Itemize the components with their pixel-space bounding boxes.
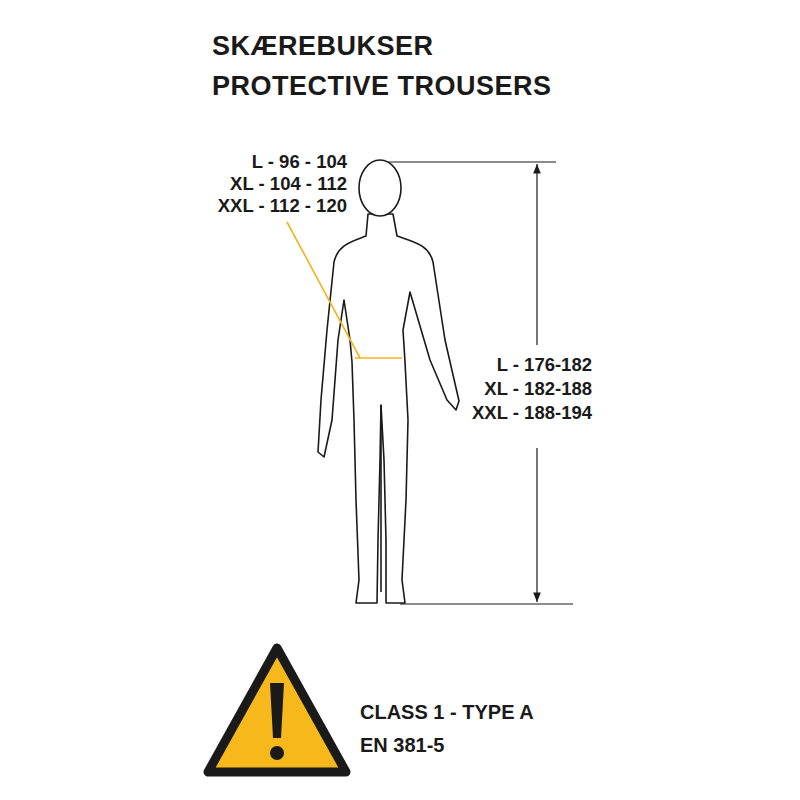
- subtitle: PROTECTIVE TROUSERS: [212, 72, 552, 102]
- waist-size: XL - 104 - 112: [230, 174, 347, 194]
- standard-number: EN 381-5: [360, 734, 445, 756]
- height-size: L - 176-182: [497, 355, 592, 375]
- height-size: XL - 182-188: [484, 379, 592, 399]
- title: SKÆREBUKSER: [212, 32, 434, 62]
- waist-size: L - 96 - 104: [252, 152, 347, 172]
- waist-leader: [287, 222, 402, 358]
- warning-symbol: [208, 648, 346, 772]
- height-size: XXL - 188-194: [472, 403, 592, 423]
- human-figure: [318, 160, 459, 603]
- protection-class: CLASS 1 - TYPE A: [360, 701, 534, 723]
- waist-size: XXL - 112 - 120: [218, 196, 347, 216]
